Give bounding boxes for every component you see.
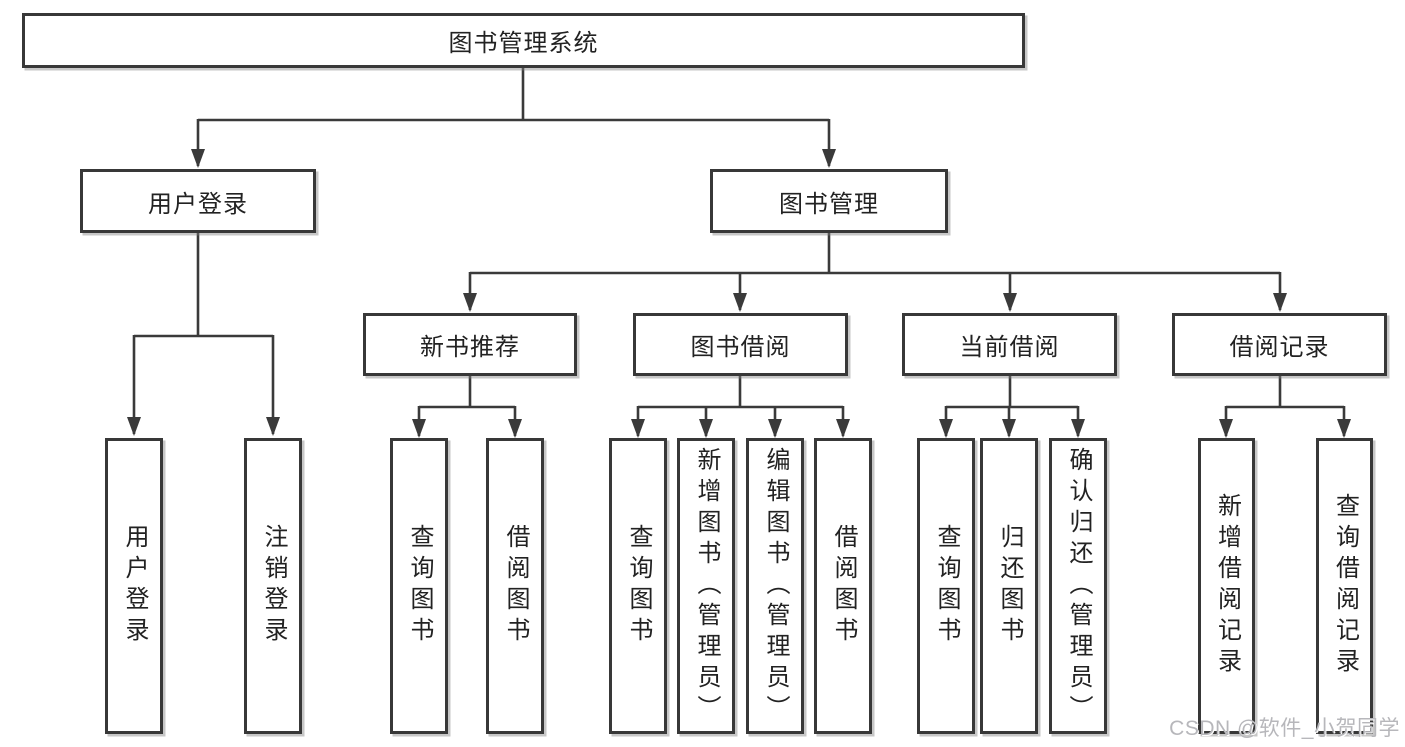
leaf-borrow-books-2: 借阅图书 — [814, 438, 872, 734]
leaf-confirm-return-admin: 确认归还（管理员） — [1049, 438, 1107, 734]
leaf-query-books-1: 查询图书 — [390, 438, 448, 734]
leaf-add-borrow-record: 新增借阅记录 — [1198, 438, 1255, 734]
leaf-label: 确认归还（管理员） — [1065, 446, 1092, 726]
node-book-borrowing: 图书借阅 — [633, 313, 848, 376]
leaf-label: 查询图书 — [933, 524, 960, 648]
node-borrowing-records: 借阅记录 — [1172, 313, 1387, 376]
csdn-watermark: CSDN @软件_小贺同学 — [1169, 717, 1400, 740]
leaf-label: 新增借阅记录 — [1213, 493, 1241, 679]
leaf-label: 归还图书 — [996, 524, 1023, 648]
node-user-login: 用户登录 — [80, 169, 316, 233]
leaf-edit-books-admin: 编辑图书（管理员） — [746, 438, 804, 734]
leaf-return-books: 归还图书 — [980, 438, 1038, 734]
leaf-label: 借阅图书 — [830, 524, 857, 648]
leaf-query-borrow-record: 查询借阅记录 — [1316, 438, 1373, 734]
leaf-add-books-admin: 新增图书（管理员） — [677, 438, 735, 734]
leaf-label: 新增图书（管理员） — [693, 446, 720, 726]
leaf-label: 用户登录 — [121, 524, 148, 648]
leaf-label: 查询图书 — [406, 524, 433, 648]
node-current-borrowing: 当前借阅 — [902, 313, 1117, 376]
leaf-label: 借阅图书 — [502, 524, 529, 648]
leaf-borrow-books-1: 借阅图书 — [486, 438, 544, 734]
leaf-label: 查询图书 — [625, 524, 652, 648]
node-system-root: 图书管理系统 — [22, 13, 1025, 68]
leaf-label: 查询借阅记录 — [1331, 493, 1359, 679]
node-book-management: 图书管理 — [710, 169, 948, 233]
leaf-user-login: 用户登录 — [105, 438, 163, 734]
leaf-query-books-3: 查询图书 — [917, 438, 975, 734]
node-new-book-recommend: 新书推荐 — [363, 313, 577, 376]
leaf-logout: 注销登录 — [244, 438, 302, 734]
leaf-label: 注销登录 — [260, 524, 287, 648]
leaf-label: 编辑图书（管理员） — [762, 446, 789, 726]
leaf-query-books-2: 查询图书 — [609, 438, 667, 734]
